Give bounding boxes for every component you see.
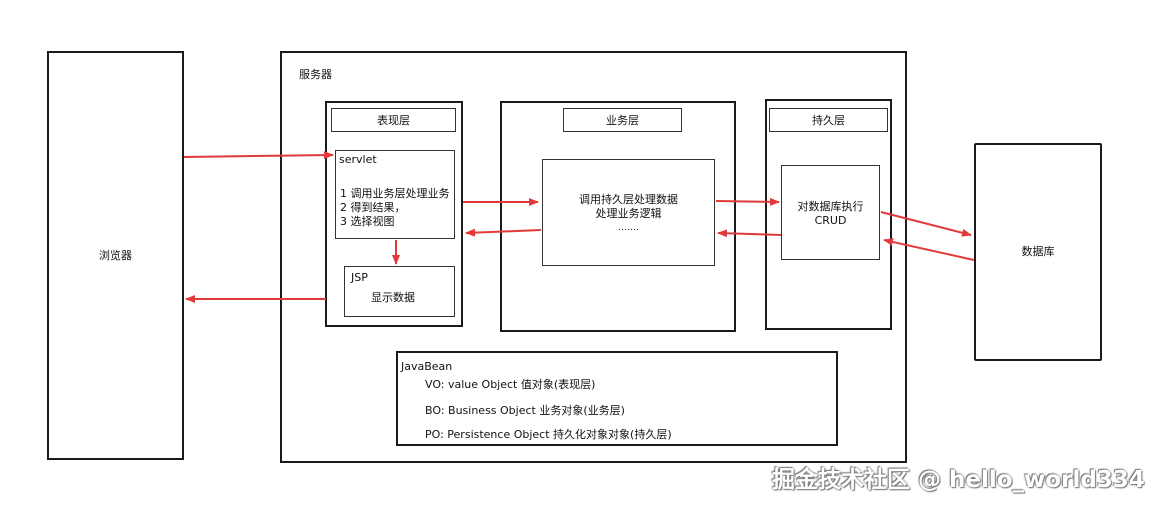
business-line-2: 处理业务逻辑	[595, 207, 662, 220]
servlet-line-3: 3 选择视图	[340, 215, 395, 228]
jsp-title: JSP	[351, 271, 368, 284]
persistence-inner-box: 对数据库执行 CRUD	[781, 165, 880, 260]
persistence-title: 持久层	[769, 108, 888, 132]
database-label: 数据库	[1021, 245, 1055, 258]
javabean-item-po: PO: Persistence Object 持久化对象对象(持久层)	[425, 428, 672, 441]
business-title: 业务层	[563, 108, 682, 132]
watermark: 掘金技术社区 @ hello_world334	[772, 467, 1145, 493]
business-line-3: …….	[618, 223, 639, 233]
business-inner-box: 调用持久层处理数据 处理业务逻辑 …….	[542, 159, 715, 266]
persistence-line-1: 对数据库执行	[797, 200, 864, 213]
javabean-item-vo: VO: value Object 值对象(表现层)	[425, 378, 596, 391]
server-label: 服务器	[299, 68, 332, 81]
presentation-title: 表现层	[331, 108, 456, 132]
javabean-box: JavaBean VO: value Object 值对象(表现层) BO: B…	[396, 351, 838, 446]
servlet-line-1: 1 调用业务层处理业务	[340, 187, 450, 200]
business-line-1: 调用持久层处理数据	[579, 193, 678, 206]
javabean-title: JavaBean	[401, 360, 453, 373]
servlet-box: servlet 1 调用业务层处理业务 2 得到结果， 3 选择视图	[335, 150, 455, 239]
servlet-line-2: 2 得到结果，	[340, 201, 406, 214]
browser-box: 浏览器	[47, 51, 184, 460]
browser-label: 浏览器	[99, 248, 132, 262]
jsp-text: 显示数据	[371, 291, 415, 304]
jsp-box: JSP 显示数据	[344, 266, 455, 317]
persistence-line-2: CRUD	[814, 214, 847, 227]
javabean-item-bo: BO: Business Object 业务对象(业务层)	[425, 404, 625, 417]
servlet-title: servlet	[339, 153, 377, 166]
database-box: 数据库	[974, 143, 1102, 361]
